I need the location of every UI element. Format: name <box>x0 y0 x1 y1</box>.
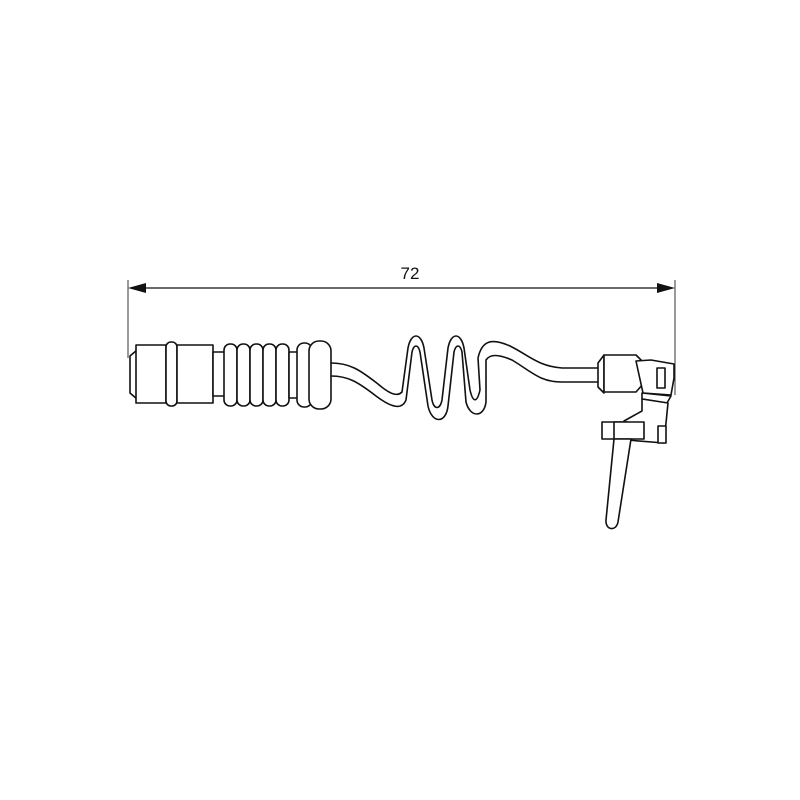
dimension-label: 72 <box>400 264 420 283</box>
sensor-head <box>597 354 675 444</box>
dimension-line <box>127 280 676 395</box>
arrow-right-icon <box>657 283 675 293</box>
ribbed-boot <box>223 340 332 410</box>
arrow-left-icon <box>128 283 146 293</box>
sensor-probe <box>605 438 632 530</box>
connector-plug <box>129 341 226 407</box>
coiled-cable <box>330 335 599 421</box>
